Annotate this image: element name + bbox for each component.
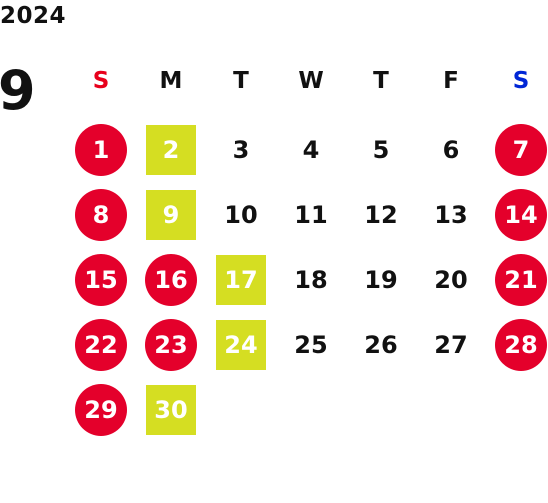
- weekday-header-saturday: S: [512, 68, 530, 94]
- closed-day-marker: 2: [146, 124, 196, 175]
- calendar-day-cell: 9: [136, 182, 206, 247]
- holiday-day-marker: 22: [75, 318, 127, 371]
- calendar-day-cell: 11: [276, 182, 346, 247]
- calendar-day-cell: 4: [276, 117, 346, 182]
- calendar-day-cell: 19: [346, 247, 416, 312]
- weekday-header-weekday: M: [159, 68, 183, 94]
- calendar-day-cell: 25: [276, 312, 346, 377]
- holiday-day-marker: 21: [495, 253, 547, 306]
- day-number: 13: [434, 200, 468, 229]
- holiday-day-marker: 28: [495, 318, 547, 371]
- day-number: 20: [434, 265, 468, 294]
- calendar-day-cell: 5: [346, 117, 416, 182]
- calendar-day-cell: 10: [206, 182, 276, 247]
- calendar-day-cell: 30: [136, 377, 206, 442]
- holiday-day-marker: 7: [495, 123, 547, 176]
- calendar-day-cell: 20: [416, 247, 486, 312]
- holiday-day-marker: 8: [75, 188, 127, 241]
- day-number: 12: [364, 200, 398, 229]
- calendar-day-cell: 13: [416, 182, 486, 247]
- calendar-day-cell: 24: [206, 312, 276, 377]
- weekday-header-weekday: T: [373, 68, 389, 94]
- weekday-header-weekday: W: [298, 68, 324, 94]
- day-number: 6: [442, 135, 460, 164]
- holiday-day-marker: 15: [75, 253, 127, 306]
- calendar-day-cell: 7: [486, 117, 548, 182]
- day-number: 11: [294, 200, 328, 229]
- day-number: 27: [434, 330, 468, 359]
- calendar-day-cell: 29: [66, 377, 136, 442]
- calendar-day-cell: 23: [136, 312, 206, 377]
- calendar-day-cell: 22: [66, 312, 136, 377]
- day-number: 18: [294, 265, 328, 294]
- calendar-day-cell: 1: [66, 117, 136, 182]
- holiday-day-marker: 16: [145, 253, 197, 306]
- calendar-day-cell: 12: [346, 182, 416, 247]
- holiday-day-marker: 23: [145, 318, 197, 371]
- calendar-day-cell: 27: [416, 312, 486, 377]
- calendar-year: 2024: [0, 3, 67, 29]
- calendar-day-cell: 18: [276, 247, 346, 312]
- holiday-day-marker: 29: [75, 383, 127, 436]
- day-number: 19: [364, 265, 398, 294]
- holiday-day-marker: 14: [495, 188, 547, 241]
- day-number: 10: [224, 200, 258, 229]
- calendar-day-cell: 2: [136, 117, 206, 182]
- calendar-day-cell: 15: [66, 247, 136, 312]
- holiday-day-marker: 1: [75, 123, 127, 176]
- day-number: 5: [372, 135, 390, 164]
- day-number: 4: [302, 135, 320, 164]
- calendar-day-cell: 17: [206, 247, 276, 312]
- calendar-day-cell: 16: [136, 247, 206, 312]
- calendar-month: 9: [0, 59, 36, 122]
- calendar-day-cell: 14: [486, 182, 548, 247]
- closed-day-marker: 30: [146, 384, 196, 435]
- day-number: 25: [294, 330, 328, 359]
- calendar-day-cell: 26: [346, 312, 416, 377]
- calendar-day-cell: 6: [416, 117, 486, 182]
- calendar-day-cell: 21: [486, 247, 548, 312]
- closed-day-marker: 17: [216, 254, 266, 305]
- closed-day-marker: 24: [216, 319, 266, 370]
- calendar-day-cell: 28: [486, 312, 548, 377]
- calendar-day-cell: 8: [66, 182, 136, 247]
- day-number: 3: [232, 135, 250, 164]
- weekday-header-sunday: S: [92, 68, 110, 94]
- weekday-header-weekday: T: [233, 68, 249, 94]
- calendar-day-cell: 3: [206, 117, 276, 182]
- closed-day-marker: 9: [146, 189, 196, 240]
- day-number: 26: [364, 330, 398, 359]
- weekday-header-weekday: F: [443, 68, 459, 94]
